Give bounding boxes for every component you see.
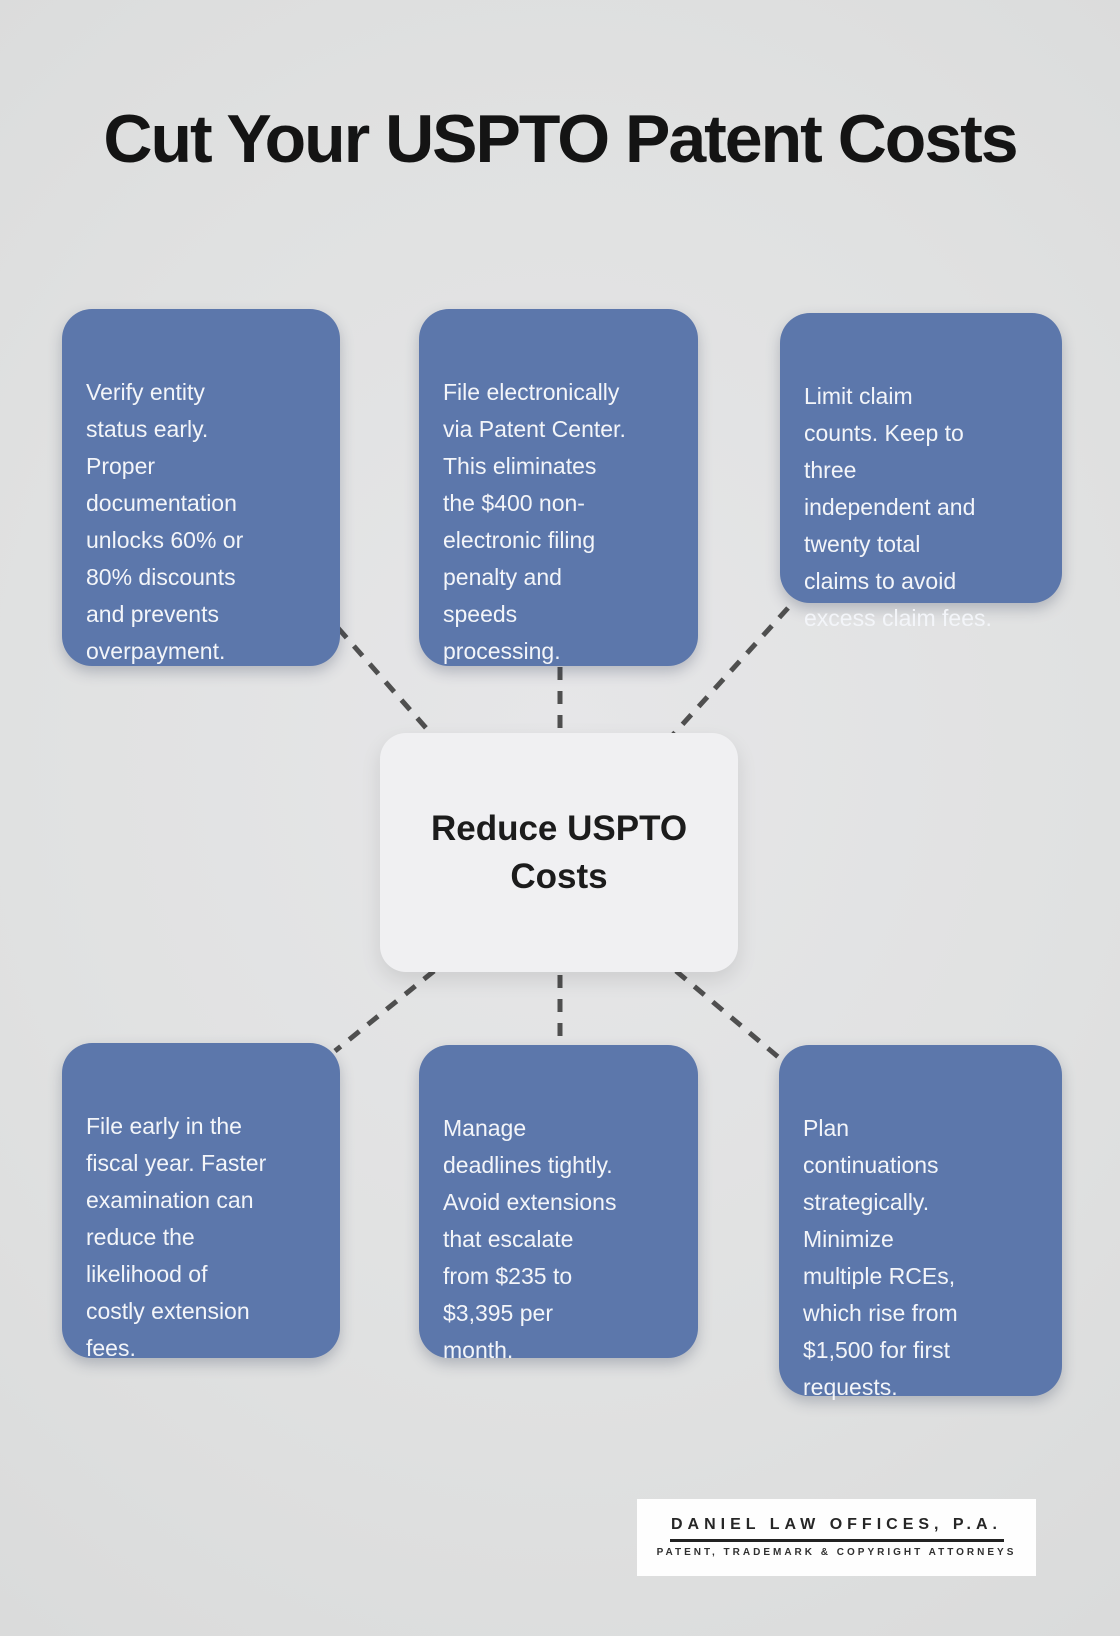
center-node: Reduce USPTO Costs <box>380 733 738 972</box>
center-node-label: Reduce USPTO Costs <box>430 808 688 896</box>
tip-box-file-electronically: File electronically via Patent Center. T… <box>419 309 698 666</box>
tip-text: File electronically via Patent Center. T… <box>443 379 626 664</box>
connector-bottom-left <box>333 969 436 1053</box>
tip-text: File early in the fiscal year. Faster ex… <box>86 1113 267 1361</box>
firm-logo-tagline: PATENT, TRADEMARK & COPYRIGHT ATTORNEYS <box>656 1547 1017 1558</box>
tip-box-plan-continuations: Plan continuations strategically. Minimi… <box>779 1045 1062 1400</box>
tip-text: Plan continuations strategically. Minimi… <box>803 1115 958 1400</box>
tip-box-file-early-fiscal-year: File early in the fiscal year. Faster ex… <box>62 1043 340 1361</box>
tip-box-verify-entity-status: Verify entity status early. Proper docum… <box>62 309 340 666</box>
tip-box-manage-deadlines: Manage deadlines tightly. Avoid extensio… <box>419 1045 698 1363</box>
page-title: Cut Your USPTO Patent Costs <box>103 101 1018 177</box>
firm-logo-divider <box>669 1539 1004 1542</box>
connector-bottom-right <box>674 969 785 1063</box>
firm-logo-name: DANIEL LAW OFFICES, P.A. <box>671 1516 1002 1533</box>
tip-box-limit-claim-counts: Limit claim counts. Keep to three indepe… <box>780 313 1062 631</box>
firm-logo: DANIEL LAW OFFICES, P.A. PATENT, TRADEMA… <box>637 1499 1036 1576</box>
tip-text: Limit claim counts. Keep to three indepe… <box>804 383 992 631</box>
tip-text: Manage deadlines tightly. Avoid extensio… <box>443 1115 617 1363</box>
tip-text: Verify entity status early. Proper docum… <box>86 379 244 664</box>
